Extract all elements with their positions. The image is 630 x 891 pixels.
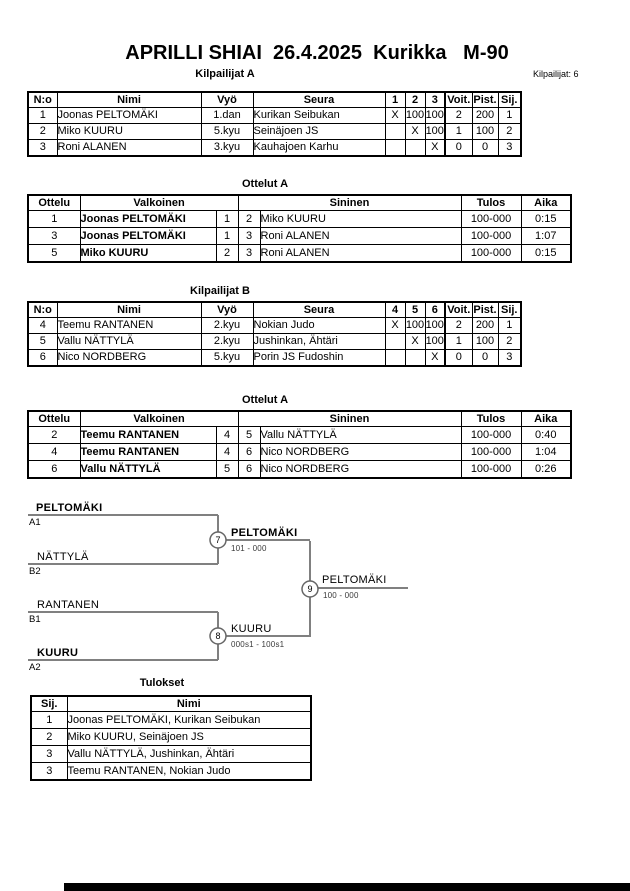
competitor-row: 3 Roni ALANEN 3.kyu Kauhajoen Karhu X 0 … — [27, 139, 522, 157]
time-cell: 1:07 — [520, 227, 572, 245]
col-place: Sij. — [497, 91, 522, 108]
time-cell: 0:15 — [520, 244, 572, 263]
match-row: 5 Miko KUURU 2 3 Roni ALANEN 100-000 0:1… — [27, 244, 572, 263]
competitor-name: Nico NORDBERG — [56, 349, 202, 367]
section-heading-competitors-b: Kilpailijat B — [190, 285, 250, 297]
result-cell: X — [424, 139, 446, 157]
blue-no: 3 — [237, 244, 261, 263]
competitor-name: Miko KUURU — [56, 123, 202, 140]
col-place: Sij. — [30, 695, 68, 712]
name-cell: Vallu NÄTTYLÄ, Jushinkan, Ähtäri — [66, 745, 312, 763]
bracket-slot-name: NÄTTYLÄ — [37, 551, 89, 563]
bracket-slot-seed: B2 — [29, 566, 41, 577]
white-name: Teemu RANTANEN — [79, 443, 217, 461]
bracket-slot-seed: A2 — [29, 662, 41, 673]
name-cell: Joonas PELTOMÄKI, Kurikan Seibukan — [66, 711, 312, 729]
result-row: 3 Vallu NÄTTYLÄ, Jushinkan, Ähtäri — [30, 745, 312, 763]
match-8-number: 8 — [215, 631, 221, 641]
match-row: 1 Joonas PELTOMÄKI 1 2 Miko KUURU 100-00… — [27, 210, 572, 228]
competitor-row: 1 Joonas PELTOMÄKI 1.dan Kurikan Seibuka… — [27, 107, 522, 124]
match-7-winner: PELTOMÄKI — [231, 527, 298, 539]
place-cell: 3 — [30, 762, 68, 781]
match-7-number: 7 — [215, 535, 221, 545]
white-name: Vallu NÄTTYLÄ — [79, 460, 217, 479]
match-7-score: 101 - 000 — [231, 544, 267, 553]
table-header-row: Ottelu Valkoinen Sininen Tulos Aika — [27, 194, 572, 211]
competitor-row: 2 Miko KUURU 5.kyu Seinäjoen JS X 100 1 … — [27, 123, 522, 140]
match-8-score: 000s1 - 100s1 — [231, 640, 285, 649]
place-cell: 3 — [497, 349, 522, 367]
matches-a-table: Ottelu Valkoinen Sininen Tulos Aika 1 Jo… — [27, 194, 572, 263]
blue-name: Nico NORDBERG — [259, 443, 462, 461]
results-table: Sij. Nimi 1 Joonas PELTOMÄKI, Kurikan Se… — [30, 695, 312, 781]
place-cell: 3 — [30, 745, 68, 763]
match-8-winner: KUURU — [231, 623, 272, 635]
points-cell: 100 — [471, 333, 499, 350]
result-row: 2 Miko KUURU, Seinäjoen JS — [30, 728, 312, 746]
competitor-belt: 5.kyu — [200, 123, 254, 140]
name-cell: Miko KUURU, Seinäjoen JS — [66, 728, 312, 746]
result-row: 1 Joonas PELTOMÄKI, Kurikan Seibukan — [30, 711, 312, 729]
table-header-row: Ottelu Valkoinen Sininen Tulos Aika — [27, 410, 572, 427]
place-cell: 1 — [497, 107, 522, 124]
match-9-score: 100 - 000 — [323, 591, 359, 600]
result-cell: 100-000 — [460, 244, 522, 263]
page-title: APRILLI SHIAI 26.4.2025 Kurikka M-90 — [125, 42, 509, 64]
section-heading-results: Tulokset — [139, 677, 185, 689]
place-cell: 2 — [497, 333, 522, 350]
place-cell: 2 — [30, 728, 68, 746]
bracket-slot-name: KUURU — [37, 647, 79, 659]
competitors-a-table: N:o Nimi Vyö Seura 1 2 3 Voit. Pist. Sij… — [27, 91, 522, 157]
bracket-slot-seed: A1 — [29, 517, 41, 528]
col-name: Nimi — [66, 695, 312, 712]
section-heading-competitors-a: Kilpailijat A — [195, 68, 255, 80]
competitor-row: 6 Nico NORDBERG 5.kyu Porin JS Fudoshin … — [27, 349, 522, 367]
match-7-node — [209, 531, 227, 549]
participants-count: Kilpailijat: 6 — [533, 69, 579, 79]
match-9-number: 9 — [307, 584, 313, 594]
section-heading-matches-a: Ottelut A — [241, 178, 289, 190]
competitor-row: 5 Vallu NÄTTYLÄ 2.kyu Jushinkan, Ähtäri … — [27, 333, 522, 350]
white-no: 1 — [215, 227, 239, 245]
white-name: Joonas PELTOMÄKI — [79, 227, 217, 245]
match-8-node — [209, 627, 227, 645]
page-bottom-divider — [64, 883, 630, 891]
name-cell: Teemu RANTANEN, Nokian Judo — [66, 762, 312, 781]
time-cell: 1:04 — [520, 443, 572, 461]
bracket-slot-name: RANTANEN — [37, 599, 100, 611]
bracket-slot-seed: B1 — [29, 614, 41, 625]
competitors-b-table: N:o Nimi Vyö Seura 4 5 6 Voit. Pist. Sij… — [27, 301, 522, 367]
competitor-name: Roni ALANEN — [56, 139, 202, 157]
matches-b-table: Ottelu Valkoinen Sininen Tulos Aika 2 Te… — [27, 410, 572, 479]
time-cell: 0:26 — [520, 460, 572, 479]
match-row: 4 Teemu RANTANEN 4 6 Nico NORDBERG 100-0… — [27, 443, 572, 461]
match-9-node — [301, 580, 319, 598]
table-header-row: Sij. Nimi — [30, 695, 312, 712]
place-cell: 3 — [497, 139, 522, 157]
match-row: 6 Vallu NÄTTYLÄ 5 6 Nico NORDBERG 100-00… — [27, 460, 572, 479]
white-name: Miko KUURU — [79, 244, 217, 263]
place-cell: 2 — [497, 123, 522, 140]
match-row: 3 Joonas PELTOMÄKI 1 3 Roni ALANEN 100-0… — [27, 227, 572, 245]
match-no: 4 — [27, 443, 81, 461]
place-cell: 1 — [30, 711, 68, 729]
result-row: 3 Teemu RANTANEN, Nokian Judo — [30, 762, 312, 781]
blue-name: Nico NORDBERG — [259, 460, 462, 479]
section-heading-matches-b: Ottelut A — [241, 394, 289, 406]
bracket-slot-name: PELTOMÄKI — [36, 502, 103, 514]
match-9-winner: PELTOMÄKI — [322, 574, 387, 586]
